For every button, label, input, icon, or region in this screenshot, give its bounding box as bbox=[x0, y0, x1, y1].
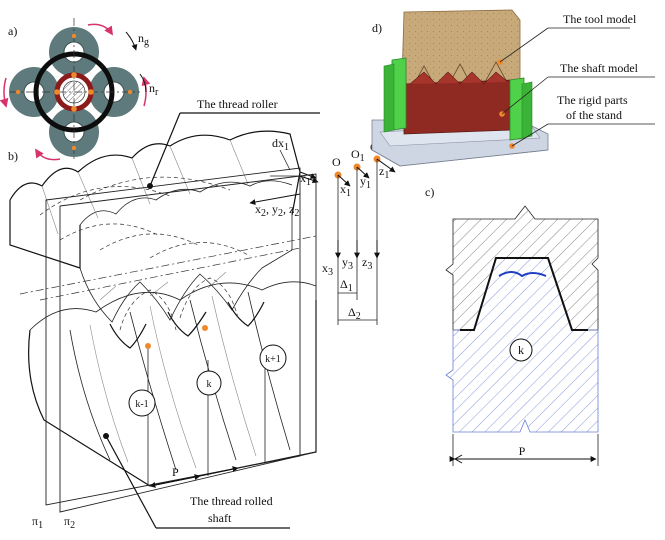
x3-label: x3 bbox=[322, 261, 333, 278]
O-label: O bbox=[332, 155, 341, 169]
panel-b: b) bbox=[8, 97, 320, 531]
O1-label: O1 bbox=[351, 147, 365, 164]
ng-label: ng bbox=[138, 31, 149, 48]
ng-arrow bbox=[125, 31, 138, 51]
nr-arc bbox=[139, 73, 147, 93]
thread-rolled-shaft-model bbox=[28, 277, 317, 487]
y3-label: y3 bbox=[342, 255, 353, 272]
x1-label: x1 bbox=[340, 182, 351, 199]
rotation-arrow bbox=[35, 148, 61, 161]
shaft-callout-2: shaft bbox=[208, 511, 232, 525]
turn-k-plus: k+1 bbox=[265, 354, 281, 365]
x1-axis-label-b: x1 bbox=[300, 171, 311, 188]
panel-d: d) The tool model The shaft model The ri… bbox=[371, 9, 655, 167]
pi2-label: π2 bbox=[64, 514, 75, 531]
contact-point bbox=[71, 33, 77, 39]
panel-a: a) bbox=[0, 18, 159, 162]
x2-axis-label: x2, y2, z2 bbox=[255, 202, 299, 219]
stand-callout-2: of the stand bbox=[566, 108, 622, 122]
rotation-arrow bbox=[87, 23, 113, 36]
turn-k: k bbox=[207, 379, 212, 390]
delta1-label: Δ1 bbox=[340, 277, 353, 294]
stand-callout: The rigid parts bbox=[557, 93, 628, 107]
turn-marker bbox=[145, 343, 151, 349]
stand-right bbox=[509, 77, 525, 141]
turn-k-minus: k-1 bbox=[135, 399, 148, 410]
panel-a-label: a) bbox=[8, 24, 17, 38]
thread-roller-model bbox=[9, 130, 301, 323]
contact-point bbox=[54, 89, 60, 95]
contact-point bbox=[127, 89, 133, 95]
panel-c-label: c) bbox=[425, 185, 434, 199]
panel-d-label: d) bbox=[372, 21, 382, 35]
pitch-label-c: P bbox=[519, 444, 526, 458]
pi1-label: π1 bbox=[32, 514, 43, 531]
contact-point bbox=[15, 89, 21, 95]
shaft-profile bbox=[498, 271, 547, 278]
shaft-callout: The thread rolled bbox=[190, 494, 273, 508]
contact-point bbox=[71, 106, 77, 112]
panel-b-label: b) bbox=[8, 149, 18, 163]
turn-marker bbox=[202, 325, 208, 331]
contact-point bbox=[71, 145, 77, 151]
contact-point bbox=[88, 89, 94, 95]
nr-label: nr bbox=[149, 81, 159, 98]
shaft-model bbox=[403, 79, 513, 135]
tool-profile bbox=[460, 257, 588, 331]
plane-pi2 bbox=[59, 173, 317, 513]
panel-c: c) k P bbox=[425, 185, 599, 466]
coordinate-frames: O O1 O2 x1 y1 z1 x3 y3 z3 Δ1 Δ2 bbox=[322, 140, 396, 325]
z3-label: z3 bbox=[362, 255, 372, 272]
turn-k-c: k bbox=[518, 343, 524, 357]
shaft-model-callout: The shaft model bbox=[560, 61, 639, 75]
delta2-label: Δ2 bbox=[348, 305, 361, 322]
roller-callout: The thread roller bbox=[197, 97, 278, 111]
contact-point bbox=[71, 72, 77, 78]
z1-label: z1 bbox=[379, 164, 389, 181]
y1-label: y1 bbox=[360, 174, 371, 191]
rotation-arrow bbox=[0, 77, 9, 108]
dx-label: dx1 bbox=[272, 136, 289, 153]
pitch-label-b: P bbox=[172, 465, 179, 479]
tool-model-callout: The tool model bbox=[563, 12, 637, 26]
